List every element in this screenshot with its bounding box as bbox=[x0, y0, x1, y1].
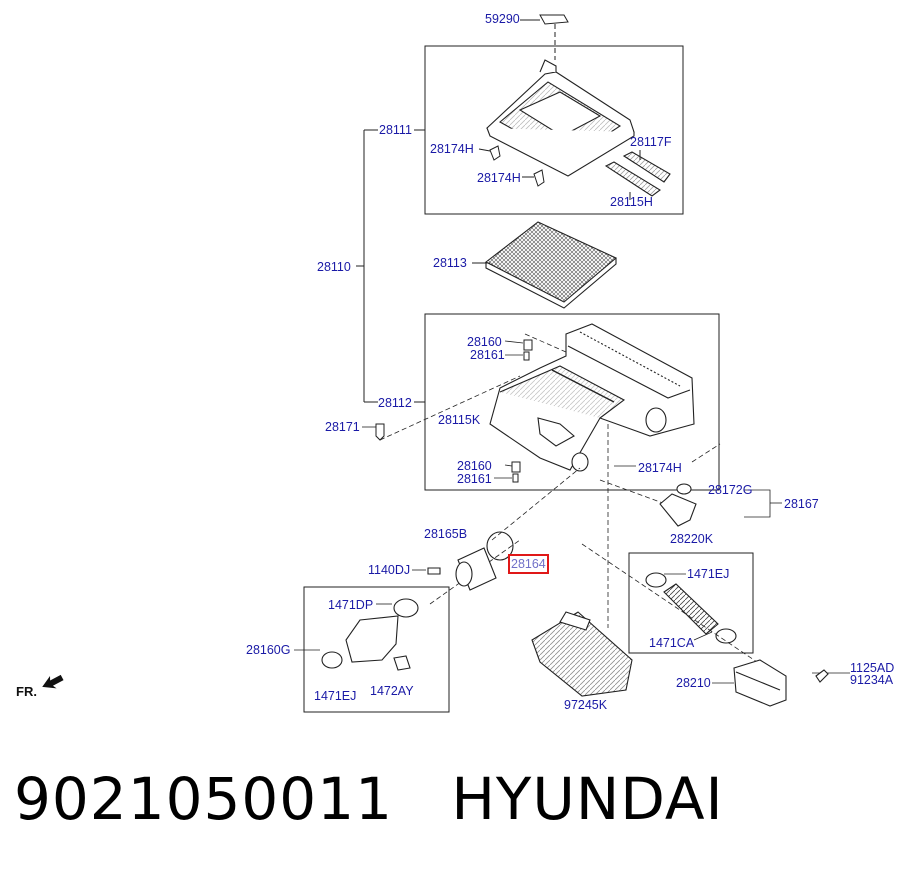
front-direction-arrow-icon bbox=[42, 674, 64, 689]
label-28164-highlighted[interactable]: 28164 bbox=[508, 554, 549, 574]
label-28160-upper[interactable]: 28160 bbox=[467, 335, 502, 349]
label-91234A[interactable]: 91234A bbox=[850, 673, 894, 687]
label-28174H-housing[interactable]: 28174H bbox=[638, 461, 682, 475]
lower-housing-part bbox=[489, 323, 695, 472]
label-28160G[interactable]: 28160G bbox=[246, 643, 291, 657]
label-28112[interactable]: 28112 bbox=[378, 396, 412, 410]
label-28113[interactable]: 28113 bbox=[433, 256, 467, 270]
label-1140DJ[interactable]: 1140DJ bbox=[368, 563, 411, 577]
clip-part bbox=[478, 145, 545, 187]
label-28161-lower[interactable]: 28161 bbox=[457, 472, 492, 486]
intake-duct-part bbox=[321, 598, 419, 671]
air-filter-part bbox=[484, 221, 618, 309]
dash-lines bbox=[379, 333, 761, 665]
seal-strip-part bbox=[604, 150, 671, 200]
label-28115H[interactable]: 28115H bbox=[610, 195, 653, 209]
group-frames bbox=[303, 45, 754, 713]
label-28161-upper[interactable]: 28161 bbox=[470, 348, 505, 362]
label-28115K[interactable]: 28115K bbox=[438, 413, 481, 427]
hose-part bbox=[645, 572, 737, 644]
label-28174H-upper[interactable]: 28174H bbox=[430, 142, 474, 156]
label-1471CA[interactable]: 1471CA bbox=[649, 636, 695, 650]
label-1125AD[interactable]: 1125AD bbox=[850, 661, 895, 675]
label-28167[interactable]: 28167 bbox=[784, 497, 819, 511]
air-flow-sensor-part bbox=[427, 531, 514, 591]
front-orientation-label: FR. bbox=[16, 684, 37, 699]
label-59290[interactable]: 59290 bbox=[485, 12, 520, 26]
label-28165B[interactable]: 28165B bbox=[424, 527, 468, 541]
upper-cover-part bbox=[486, 59, 635, 177]
leader-lines bbox=[294, 340, 850, 684]
bracket-28110 bbox=[356, 19, 556, 403]
label-28172G[interactable]: 28172G bbox=[708, 483, 753, 497]
label-tag-part bbox=[539, 14, 569, 25]
engine-cover-part bbox=[531, 611, 633, 697]
label-1472AY[interactable]: 1472AY bbox=[370, 684, 414, 698]
resonator-part bbox=[733, 659, 829, 707]
label-28171[interactable]: 28171 bbox=[325, 420, 360, 434]
label-28111[interactable]: 28111 bbox=[379, 123, 412, 137]
label-28110[interactable]: 28110 bbox=[317, 260, 351, 274]
label-1471EJ-hose[interactable]: 1471EJ bbox=[687, 567, 730, 581]
frame-hose-assembly bbox=[628, 552, 754, 654]
part-number-footer: 9021050011 HYUNDAI bbox=[14, 765, 724, 833]
label-28220K[interactable]: 28220K bbox=[670, 532, 714, 546]
label-28117F[interactable]: 28117F bbox=[630, 135, 672, 149]
grommet-part bbox=[375, 339, 533, 483]
bracket-part bbox=[659, 483, 697, 527]
label-1471EJ-duct[interactable]: 1471EJ bbox=[314, 689, 357, 703]
label-28174H-lower[interactable]: 28174H bbox=[477, 171, 521, 185]
label-28160-lower[interactable]: 28160 bbox=[457, 459, 492, 473]
frame-duct-assembly bbox=[303, 586, 450, 713]
label-28210[interactable]: 28210 bbox=[676, 676, 711, 690]
label-1471DP[interactable]: 1471DP bbox=[328, 598, 374, 612]
label-97245K[interactable]: 97245K bbox=[564, 698, 608, 712]
